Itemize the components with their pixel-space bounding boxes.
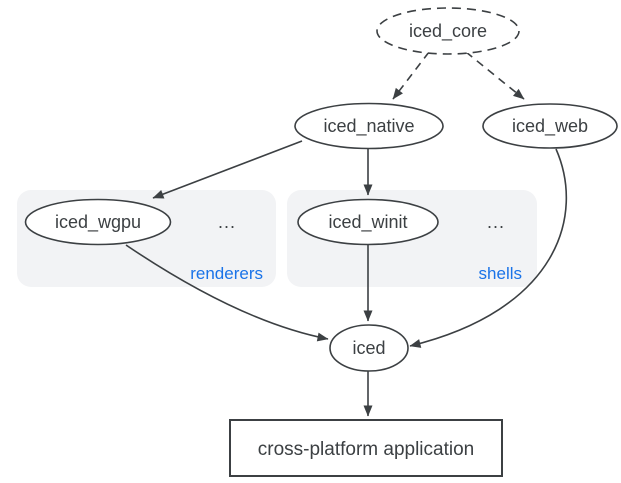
shells-ellipsis: ... xyxy=(487,212,505,232)
iced-wgpu-shape xyxy=(24,198,172,246)
iced-native-label: iced_native xyxy=(323,116,414,137)
node-iced-core: iced_core xyxy=(376,7,520,55)
edge-iced-native-to-iced-wgpu xyxy=(152,140,303,199)
iced-native-shape xyxy=(294,102,444,150)
iced-label: iced xyxy=(352,338,385,358)
iced-shape xyxy=(329,324,409,372)
renderers-ellipsis: ... xyxy=(218,212,236,232)
iced-web-label: iced_web xyxy=(512,116,588,137)
edge-iced-wgpu-to-iced xyxy=(125,244,329,342)
application-shape xyxy=(229,419,503,477)
iced-wgpu-label: iced_wgpu xyxy=(55,212,141,233)
iced-winit-shape xyxy=(297,198,439,246)
node-iced: iced xyxy=(329,324,409,372)
node-iced-native: iced_native xyxy=(294,102,444,150)
node-iced-winit: iced_winit xyxy=(297,198,439,246)
iced-core-label: iced_core xyxy=(409,21,487,42)
iced-web-shape xyxy=(482,103,618,149)
application-label: cross-platform application xyxy=(258,439,474,460)
edge-iced-core-to-iced-web xyxy=(465,51,525,100)
node-iced-wgpu: iced_wgpu xyxy=(24,198,172,246)
edge-iced-web-to-iced xyxy=(409,148,568,348)
iced-core-shape xyxy=(376,7,520,55)
node-application: cross-platform application xyxy=(229,419,503,477)
edge-iced-core-to-iced-native xyxy=(392,51,430,100)
node-iced-web: iced_web xyxy=(482,103,618,149)
renderers-group-label: renderers xyxy=(190,264,263,283)
iced-winit-label: iced_winit xyxy=(328,212,407,233)
shells-group-label: shells xyxy=(479,264,522,283)
